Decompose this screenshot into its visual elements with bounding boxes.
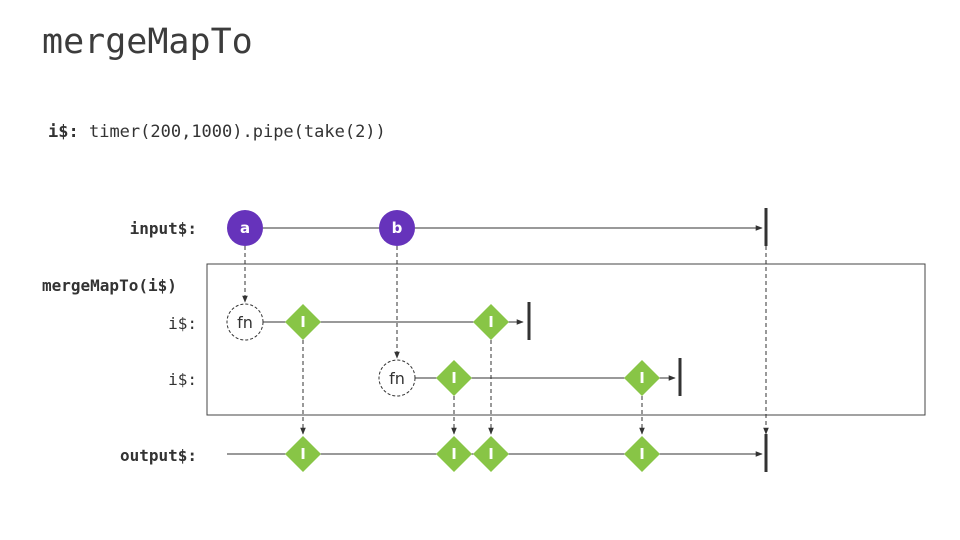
input-marble-a-label: a bbox=[240, 219, 250, 237]
definition-code: timer(200,1000).pipe(take(2)) bbox=[88, 122, 386, 142]
output-value-4-label: I bbox=[639, 445, 645, 463]
inner-stream-2-value-2-label: I bbox=[639, 369, 645, 387]
output-value-1: I bbox=[285, 436, 321, 472]
input-marble-a: a bbox=[227, 210, 263, 246]
fn-node-2-label: fn bbox=[389, 369, 405, 388]
inner-observable-definition: i$: timer(200,1000).pipe(take(2)) bbox=[48, 122, 386, 142]
output-value-3: I bbox=[473, 436, 509, 472]
fn-node-2: fn bbox=[378, 359, 416, 397]
fn-node-1-label: fn bbox=[237, 313, 253, 332]
input-label: input$: bbox=[130, 219, 197, 238]
output-value-1-label: I bbox=[300, 445, 306, 463]
page-title: mergeMapTo bbox=[42, 22, 253, 62]
inner-stream-1-value-1-label: I bbox=[300, 313, 306, 331]
output-value-4: I bbox=[624, 436, 660, 472]
fn-node-1: fn bbox=[226, 303, 264, 341]
inner-stream-2-value-1: I bbox=[436, 360, 472, 396]
output-value-2: I bbox=[436, 436, 472, 472]
inner-stream-1-label: i$: bbox=[168, 314, 197, 333]
inner-stream-2-value-1-label: I bbox=[451, 369, 457, 387]
inner-stream-1-value-2-label: I bbox=[488, 313, 494, 331]
operator-label: mergeMapTo(i$) bbox=[42, 276, 177, 295]
input-marble-b-label: b bbox=[392, 219, 403, 237]
definition-name: i$: bbox=[48, 122, 79, 142]
inner-stream-1-value-1: I bbox=[285, 304, 321, 340]
operator-box bbox=[206, 263, 926, 416]
output-label: output$: bbox=[120, 446, 197, 465]
inner-stream-2-value-2: I bbox=[624, 360, 660, 396]
inner-stream-1-value-2: I bbox=[473, 304, 509, 340]
input-marble-b: b bbox=[379, 210, 415, 246]
output-value-3-label: I bbox=[488, 445, 494, 463]
output-value-2-label: I bbox=[451, 445, 457, 463]
inner-stream-2-label: i$: bbox=[168, 370, 197, 389]
